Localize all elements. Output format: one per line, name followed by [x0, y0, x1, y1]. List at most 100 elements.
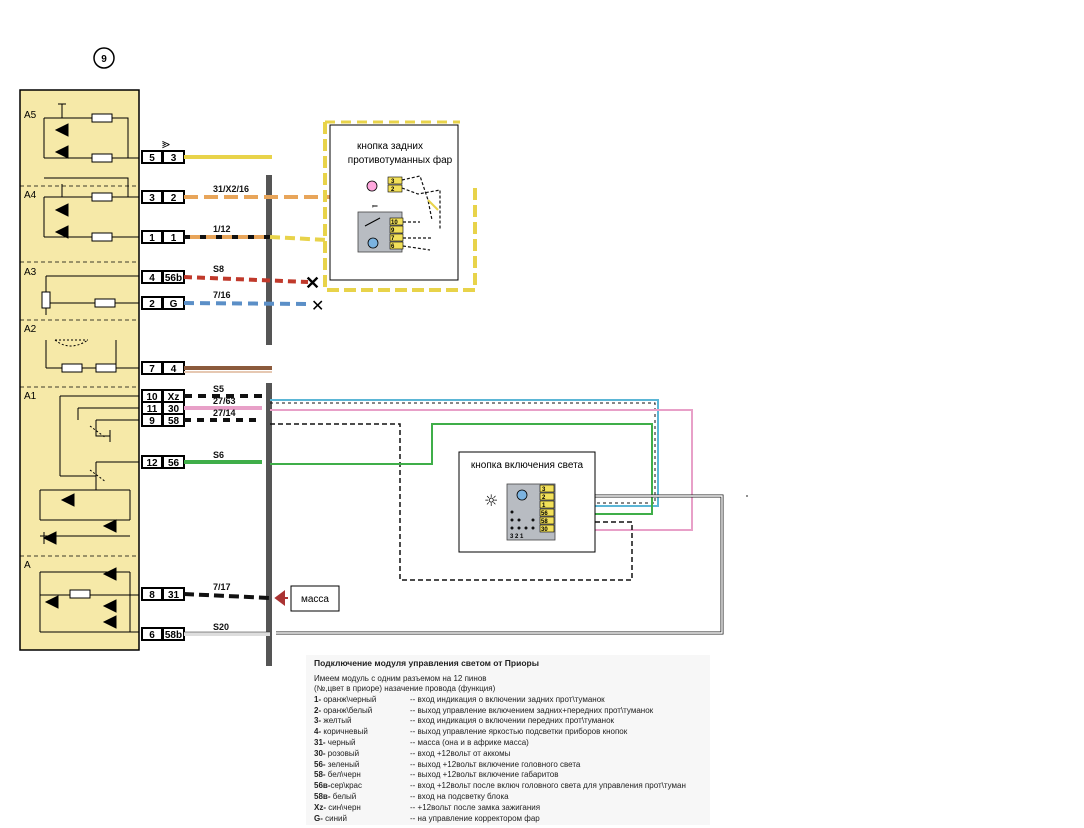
notes-row-code: 1- оранж\черный — [314, 695, 376, 706]
pin-number: 6 — [149, 630, 155, 641]
notes-title: Подключение модуля управления светом от … — [314, 658, 539, 668]
pin-code: 1 — [171, 233, 177, 244]
notes-panel: Подключение модуля управления светом от … — [306, 655, 710, 825]
wire-label: 7/17 — [213, 582, 231, 592]
notes-row-color: белый — [330, 791, 357, 801]
notes-row-code-bold: 58в- — [314, 791, 331, 801]
light-button-bottom-pins: 3 2 1 — [510, 534, 524, 540]
pin-number: 2 — [149, 299, 155, 310]
connector-pin: 10 Xz — [141, 389, 185, 403]
wire-label: 7/16 — [213, 290, 231, 300]
wire-label: 27/63 — [213, 396, 236, 406]
notes-row-function: -- вход +12вольт от аккомы — [410, 748, 511, 758]
notes-row-color: зеленый — [325, 759, 360, 769]
pin-code: 4 — [171, 364, 177, 375]
pin-number: 7 — [149, 364, 155, 375]
notes-row-function: -- выход управление включением задних+пе… — [410, 705, 654, 715]
notes-row-code-bold: 31- — [314, 738, 326, 747]
pin-code: 56 — [168, 458, 180, 469]
rear-fog-button-box: кнопка задних противотуманных фар ⫭ 3 2 … — [323, 120, 477, 292]
wire-label: S8 — [213, 264, 224, 274]
cut-mark-icon: ✕ — [311, 298, 324, 315]
notes-row-function: -- вход на подсветку блока — [410, 791, 509, 801]
module-number: 9 — [101, 54, 107, 65]
section-label: A2 — [24, 324, 37, 335]
pin-code: 30 — [168, 404, 180, 415]
notes-row-code: 56- зеленый — [314, 760, 359, 771]
notes-row-color: сер\крас — [330, 781, 363, 791]
notes-row-color: син\черн — [326, 802, 361, 812]
light-button-pin: 56 — [541, 511, 548, 517]
connector-pin: 4 56b — [141, 270, 185, 284]
wire-label: 27/14 — [213, 408, 236, 418]
notes-row-code-bold: 2- — [314, 705, 322, 715]
pin-number: 4 — [149, 273, 155, 284]
notes-row-code: 56в-сер\крас — [314, 781, 362, 792]
wire-label: 1/12 — [213, 224, 231, 234]
notes-row-code: 2- оранж\белый — [314, 706, 372, 717]
notes-row-code-bold: 30- — [314, 748, 326, 758]
notes-row-code-bold: Xz- — [314, 802, 326, 812]
wire-labels: 31/X2/16 1/12 S8 7/16 S5 27/63 27/14 S6 … — [213, 184, 249, 632]
pin-code: 58 — [168, 416, 180, 427]
cut-mark-icon: ✕ — [305, 273, 320, 293]
notes-row: 1- оранж\черный -- вход индикация о включ… — [314, 695, 702, 706]
notes-row-color: желтый — [321, 716, 352, 726]
notes-row-code: 3- желтый — [314, 716, 351, 727]
connector-pin: 6 58b — [141, 627, 185, 641]
light-button-pin: 58 — [541, 519, 548, 525]
notes-row: 3- желтый-- вход индикация о включении п… — [314, 716, 702, 727]
pin-code: 58b — [165, 630, 182, 641]
notes-row-color: синий — [322, 813, 347, 823]
notes-row-code-bold: 56- — [314, 759, 326, 769]
wire-label: S6 — [213, 450, 224, 460]
pin-code: 2 — [171, 193, 177, 204]
notes-row: G- синий -- на управление корректором фар — [314, 814, 702, 825]
section-label: A5 — [24, 110, 37, 121]
fog-lamp-icon: ⫭ — [372, 200, 378, 211]
notes-row-color: оранж\черный — [321, 694, 377, 704]
notes-row-function: -- масса (она и в африке масса) — [410, 738, 529, 747]
rear-fog-button-title: противотуманных фар — [348, 154, 453, 166]
notes-row-code: 58в- белый — [314, 792, 356, 803]
notes-row-function: -- вход индикация о включении задних про… — [410, 694, 605, 704]
module-number-circle — [93, 47, 115, 69]
light-button-box: кнопка включения света ☼ 3 2 1 56 58 30 … — [458, 451, 596, 553]
section-label: A4 — [24, 190, 37, 201]
pin-code: Xz — [168, 392, 180, 403]
notes-row-function: -- вход +12вольт после включ головного с… — [410, 781, 686, 791]
connector-pin: 9 58 — [141, 413, 185, 427]
pin-number: 10 — [146, 392, 158, 403]
pin-code: 3 — [171, 153, 177, 164]
notes-row-code: G- синий — [314, 814, 347, 825]
rear-fog-pin: 7 — [391, 236, 395, 242]
pin-number: 3 — [149, 193, 155, 204]
notes-row-code: 58- бел\черн — [314, 770, 361, 781]
rear-fog-pin: 9 — [391, 228, 395, 234]
wire-label: S5 — [213, 384, 224, 394]
notes-row: 2- оранж\белый -- выход управление включе… — [314, 706, 702, 717]
section-label: A3 — [24, 267, 37, 278]
notes-row-code-bold: 56в- — [314, 781, 331, 791]
pin-code: 56b — [165, 273, 182, 284]
notes-row: 56- зеленый-- выход +12вольт включение г… — [314, 760, 702, 771]
pin-number: 9 — [149, 416, 155, 427]
notes-row: 56в-сер\крас -- вход +12вольт после включ… — [314, 781, 702, 792]
notes-row-code-bold: 3- — [314, 716, 322, 726]
notes-row-color: черный — [325, 738, 356, 747]
rear-fog-pin: 2 — [391, 187, 395, 193]
notes-row-function: -- +12вольт после замка зажигания — [410, 802, 541, 812]
notes-row-code: 30- розовый — [314, 749, 359, 760]
lamp-icon — [516, 489, 528, 501]
notes-row-color: оранж\белый — [321, 705, 373, 715]
notes-row-color: бел\черн — [325, 770, 361, 780]
section-label: A — [24, 560, 31, 571]
notes-row-function: -- на управление корректором фар — [410, 813, 540, 823]
wire-label: 31/X2/16 — [213, 184, 249, 194]
